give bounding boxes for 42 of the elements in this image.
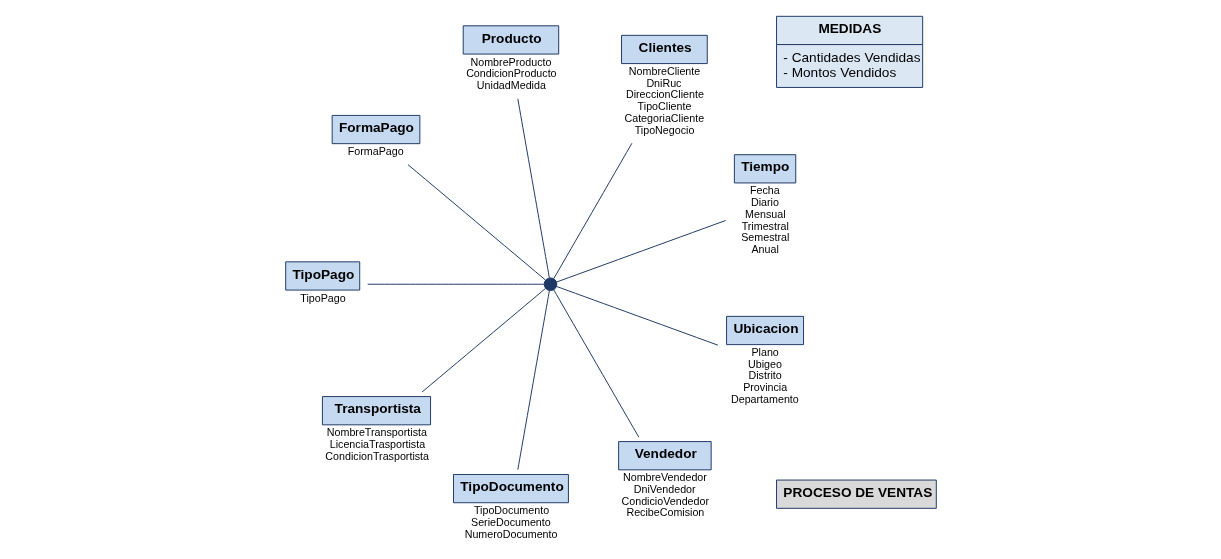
node-label: DniVendedor	[633, 483, 696, 496]
connector	[555, 220, 726, 283]
node-label: TipoPago	[299, 291, 346, 304]
connector	[552, 142, 632, 280]
node-label: NombreCliente	[628, 65, 700, 78]
node-label: UnidadMedida	[476, 78, 546, 91]
connector	[421, 288, 546, 393]
node-label: LicenciaTrasportista	[329, 438, 425, 451]
node-label: CondicioVendedor	[621, 494, 709, 507]
node-label: TipoDocumento	[473, 504, 549, 517]
node-label: NombreProducto	[470, 55, 551, 68]
node-label: TipoNegocio	[634, 123, 694, 136]
node-label: Plano	[750, 346, 779, 359]
connector	[555, 286, 718, 346]
connector	[366, 283, 544, 285]
node-label: Trimestral	[741, 219, 789, 232]
node-label: Distrito	[747, 369, 782, 382]
node-label: Fecha	[749, 184, 780, 197]
connector	[407, 164, 546, 281]
node-label: DniRuc	[645, 76, 681, 89]
node-label: Mensual	[744, 207, 786, 220]
node-label: Diario	[750, 196, 779, 209]
node-label: NombreTransportista	[326, 426, 427, 439]
connector	[516, 98, 550, 279]
node-circle	[543, 277, 557, 292]
node-label: FormaPago	[347, 145, 404, 158]
node-label: Semestral	[740, 231, 789, 244]
connector	[552, 289, 639, 438]
node-label: RecibeComision	[625, 506, 704, 519]
node-label: CategoriaCliente	[623, 111, 704, 124]
node-label: Provincia	[742, 381, 787, 394]
node-label: NumeroDocumento	[464, 527, 557, 540]
node-label: SerieDocumento	[470, 515, 551, 528]
node-label: DireccionCliente	[625, 88, 704, 101]
node-label: CondicionTrasportista	[324, 449, 429, 462]
node-label: TipoCliente	[637, 100, 691, 113]
node-label: Anual	[750, 242, 779, 255]
node-label: Ubigeo	[747, 357, 782, 370]
connector	[516, 290, 550, 471]
node-label: CondicionProducto	[465, 67, 557, 80]
node-label: NombreVendedor	[622, 471, 707, 484]
node-label: Departamento	[730, 392, 799, 405]
